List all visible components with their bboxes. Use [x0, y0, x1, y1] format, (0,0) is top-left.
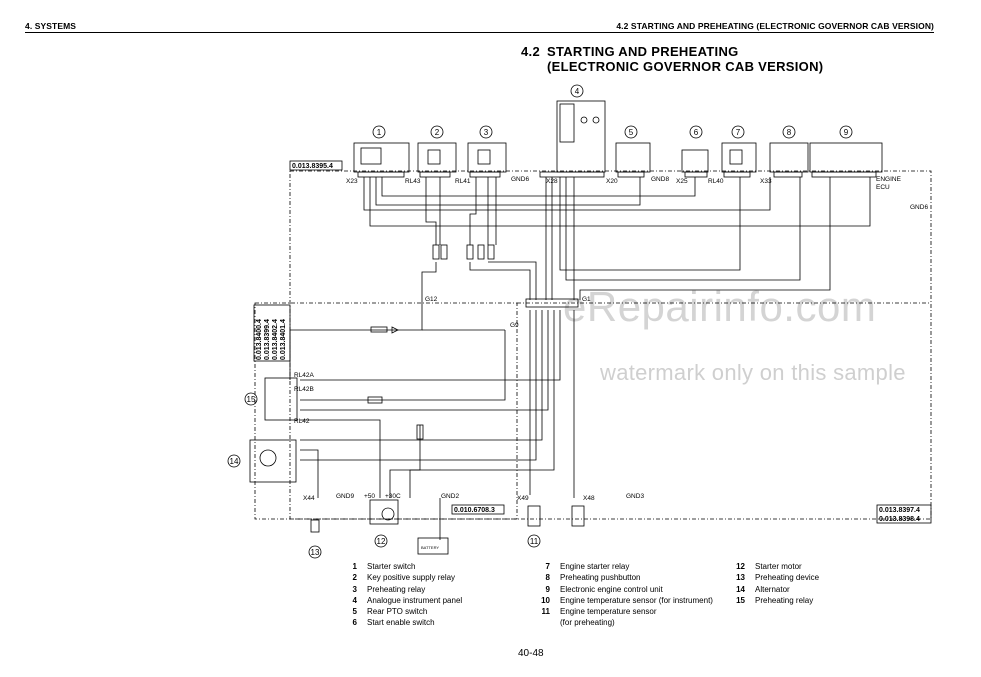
alternator-14	[249, 439, 297, 483]
sensor-10	[571, 505, 585, 527]
label-rl41: RL41	[455, 178, 471, 185]
marker-15: 15	[247, 395, 256, 404]
watermark-site: eRepairinfo.com	[563, 283, 877, 330]
ref-code-2: 0.010.6708.3	[454, 507, 495, 514]
marker-12: 12	[377, 537, 386, 546]
ref-code-1: 0.013.8395.4	[292, 163, 333, 170]
watermark-note: watermark only on this sample	[600, 360, 906, 385]
marker-14: 14	[230, 457, 239, 466]
marker-2: 2	[435, 128, 440, 137]
page-number: 40-48	[518, 648, 544, 659]
marker-7: 7	[736, 128, 741, 137]
label-plus30c: +30C	[385, 493, 401, 500]
ref-code-3: 0.013.8397.4	[879, 507, 920, 514]
label-g9: G9	[510, 322, 519, 329]
label-x49: X49	[517, 495, 529, 502]
label-x48: X48	[583, 495, 595, 502]
marker-9: 9	[844, 128, 849, 137]
label-x23: X23	[346, 178, 358, 185]
label-engine: ENGINE	[876, 176, 902, 183]
reference-codes: 0.013.8395.4 0.010.6708.3 0.013.8397.4 0…	[253, 160, 932, 524]
diode	[391, 326, 399, 334]
marker-1: 1	[377, 128, 382, 137]
ref-code-v2: 0.013.8399.4	[264, 319, 271, 360]
lower-harness-boundary	[254, 302, 518, 520]
label-g1: G1	[582, 296, 591, 303]
g1-connector-block	[525, 298, 579, 308]
marker-5: 5	[629, 128, 634, 137]
label-gnd2: GND2	[441, 493, 459, 500]
label-g12: G12	[425, 296, 438, 303]
label-battery: BATTERY	[421, 545, 439, 550]
marker-6: 6	[694, 128, 699, 137]
preheating-device-13	[310, 519, 320, 533]
label-ecu: ECU	[876, 184, 890, 191]
label-gnd6-top: GND6	[511, 176, 529, 183]
fuse-group	[416, 244, 495, 440]
label-x33: X33	[760, 178, 772, 185]
title-line2: (ELECTRONIC GOVERNOR CAB VERSION)	[547, 59, 824, 74]
label-plus50: +50	[364, 493, 375, 500]
resistor	[370, 326, 388, 333]
ref-code-v1: 0.013.8400.4	[256, 319, 263, 360]
title-line1: STARTING AND PREHEATING	[547, 44, 739, 59]
marker-4: 4	[575, 87, 580, 96]
label-rl42a: RL42A	[294, 372, 315, 379]
label-rl42b: RL42B	[294, 386, 314, 393]
label-x25: X25	[676, 178, 688, 185]
marker-8: 8	[787, 128, 792, 137]
title-number: 4.2	[521, 44, 540, 59]
label-rl40: RL40	[708, 178, 724, 185]
marker-13: 13	[311, 548, 320, 557]
label-x28: X28	[546, 178, 558, 185]
battery	[417, 537, 449, 555]
label-x44: X44	[303, 495, 315, 502]
label-gnd9: GND9	[336, 493, 354, 500]
header-rule	[25, 32, 934, 33]
cab-boundary	[289, 170, 932, 520]
marker-3: 3	[484, 128, 489, 137]
ref-code-4: 0.013.8398.4	[879, 516, 920, 523]
starter-motor-12	[369, 499, 399, 525]
label-gnd3: GND3	[626, 493, 644, 500]
label-gnd6-right: GND6	[910, 204, 928, 211]
label-x20: X20	[606, 178, 618, 185]
label-rl43: RL43	[405, 178, 421, 185]
legend-item: (for preheating)	[560, 618, 615, 628]
page-title: 4.2 STARTING AND PREHEATING (ELECTRONIC G…	[521, 44, 823, 74]
ref-code-v3: 0.013.8402.4	[272, 319, 279, 360]
header-section-right: 4.2 STARTING AND PREHEATING (ELECTRONIC …	[616, 21, 934, 31]
sensor-11	[527, 505, 541, 527]
label-rl42: RL42	[294, 418, 310, 425]
top-components	[353, 100, 883, 178]
component-number-markers: 1 2 3 4 5 6 7 8 9 11 12 13 14 15	[227, 84, 853, 559]
ref-code-v4: 0.013.8401.4	[280, 319, 287, 360]
marker-11: 11	[530, 537, 539, 546]
connector-labels: X23 RL43 RL41 GND6 X28 X20 GND8 X25 RL40…	[294, 176, 928, 550]
label-gnd8: GND8	[651, 176, 669, 183]
resistor-2	[367, 396, 383, 404]
header-section-left: 4. SYSTEMS	[25, 21, 77, 31]
preheating-relay-15	[264, 377, 298, 421]
wiring-lines	[289, 177, 871, 540]
